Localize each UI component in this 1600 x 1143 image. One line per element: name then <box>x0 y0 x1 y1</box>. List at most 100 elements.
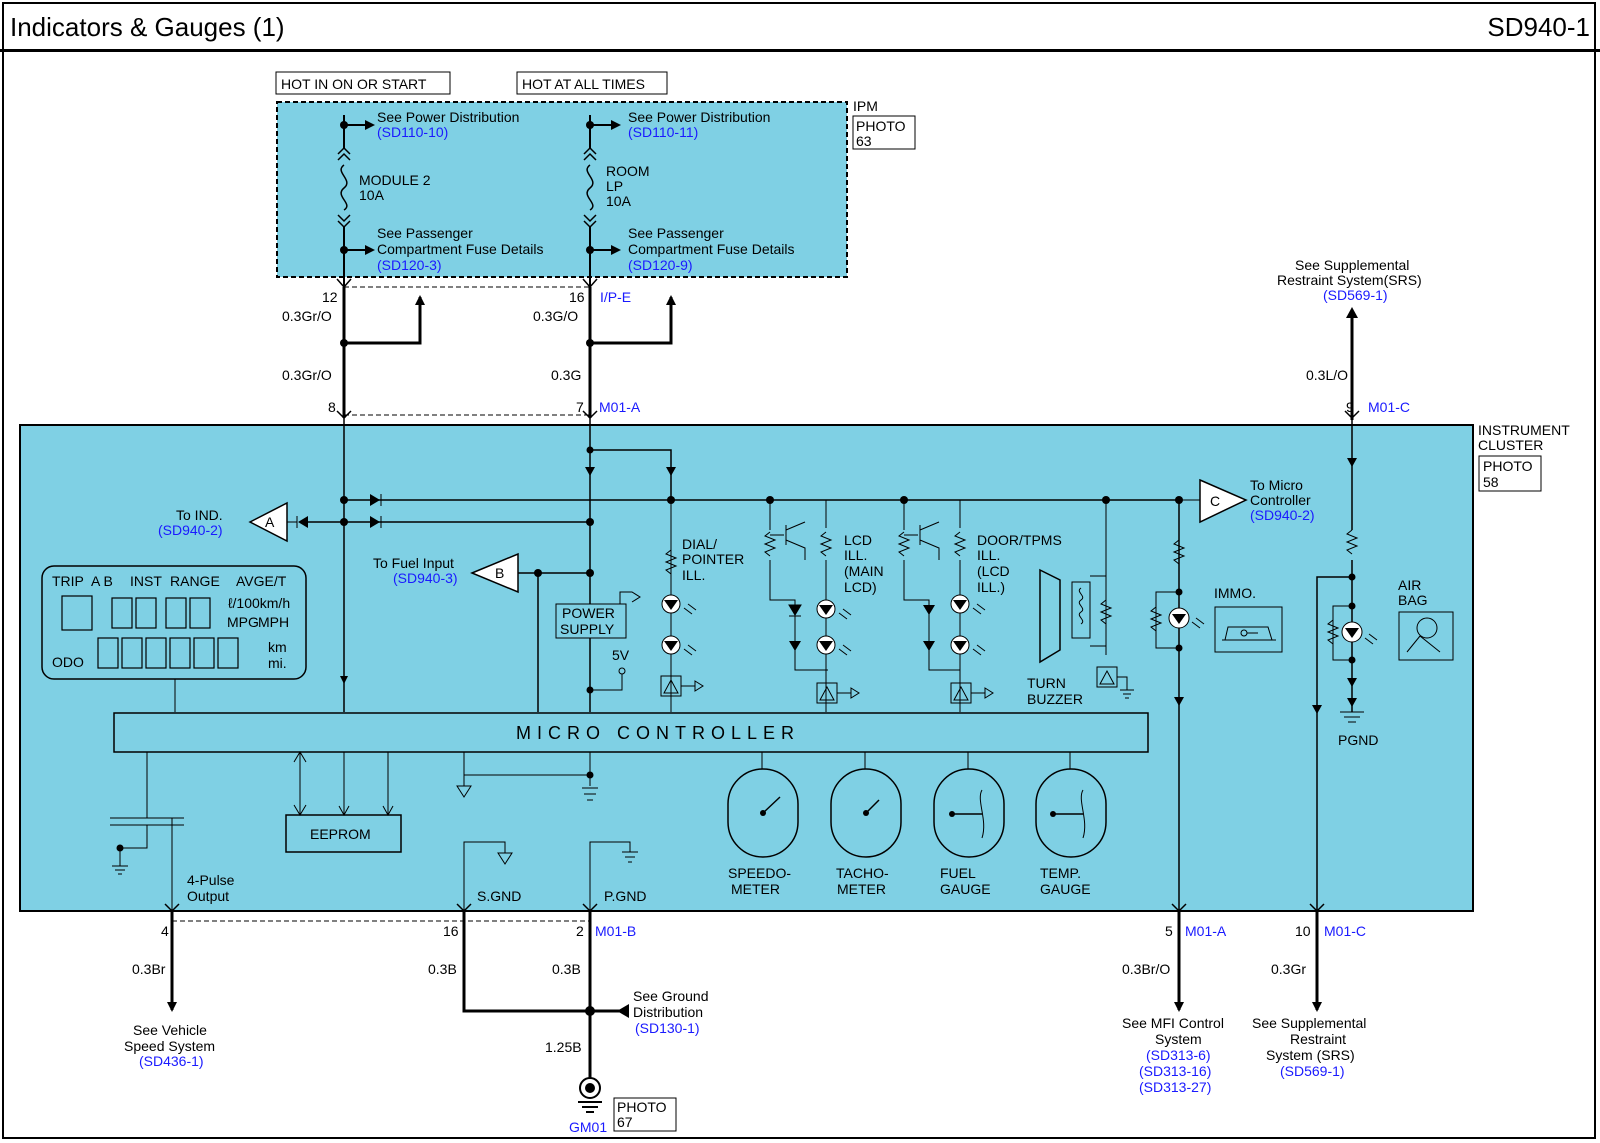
gm01-photo: PHOTO <box>617 1099 667 1115</box>
right-fuse-name: ROOM <box>606 163 650 179</box>
pin-2: 2 <box>576 923 584 939</box>
left-pd-ref: (SD110-10) <box>377 124 448 140</box>
conn-c: C <box>1210 493 1220 509</box>
ipm-label: IPM <box>853 98 878 114</box>
lcd-ab: A B <box>91 573 113 589</box>
lcd-ill-4: LCD) <box>844 579 877 595</box>
left-pc-ref: (SD120-3) <box>377 257 442 273</box>
srs-b-3: System (SRS) <box>1266 1047 1355 1063</box>
tachometer-icon <box>830 752 902 858</box>
wire-8: 0.3B <box>552 961 581 977</box>
lcd-avge: AVGE/T <box>236 573 287 589</box>
pulse-2: Output <box>187 888 229 904</box>
fuel-gauge-icon <box>933 752 1005 858</box>
to-ind-ref: (SD940-2) <box>158 522 223 538</box>
pin-4: 4 <box>161 923 169 939</box>
wire-3: 0.3Gr/O <box>282 367 332 383</box>
diagram-code: SD940-1 <box>1487 12 1590 42</box>
gauge-2a: TACHO- <box>836 865 889 881</box>
module2-fuse-icon <box>340 164 348 211</box>
pulse-1: 4-Pulse <box>187 872 235 888</box>
hot-in-on-box <box>275 71 451 95</box>
lcd-segments-row2 <box>97 637 239 669</box>
srs-b-ref: (SD569-1) <box>1280 1063 1345 1079</box>
airbag-2: BAG <box>1398 592 1428 608</box>
micro-controller-block <box>113 712 1149 753</box>
ipm-photo-box <box>852 115 916 150</box>
lcd-l100: ℓ/100km/h <box>228 595 290 611</box>
power-supply-1: POWER <box>562 605 615 621</box>
mfi-ref3: (SD313-27) <box>1139 1079 1211 1095</box>
left-see-pd: See Power Distribution <box>377 109 519 125</box>
right-see-pc: See Passenger <box>628 225 724 241</box>
pin-8: 8 <box>328 399 336 415</box>
lcd-range: RANGE <box>170 573 220 589</box>
immo-label: IMMO. <box>1214 585 1256 601</box>
pgnd2-label: P.GND <box>604 888 647 904</box>
turn-2: BUZZER <box>1027 691 1083 707</box>
to-fuel: To Fuel Input <box>373 555 454 571</box>
wire-2: 0.3G/O <box>533 308 578 324</box>
sgnd-label: S.GND <box>477 888 521 904</box>
left-fuse-name: MODULE 2 <box>359 172 431 188</box>
gauge-3a: FUEL <box>940 865 976 881</box>
lcd-inst: INST <box>130 573 162 589</box>
gauge-1a: SPEEDO- <box>728 865 791 881</box>
srs-b-1: See Supplemental <box>1252 1015 1366 1031</box>
lcd-ill-1: LCD <box>844 532 872 548</box>
door-4: ILL.) <box>977 579 1005 595</box>
micro-controller-label: MICRO CONTROLLER <box>516 723 800 743</box>
mfi-1: See MFI Control <box>1122 1015 1224 1031</box>
hot-in-on-label: HOT IN ON OR START <box>281 76 427 92</box>
m01c2-connector: M01-C <box>1324 923 1366 939</box>
turn-buzzer-icon <box>1039 568 1061 664</box>
eeprom-block <box>285 814 402 853</box>
left-pc2: Compartment Fuse Details <box>377 241 544 257</box>
ipm-photo-num: 63 <box>856 133 872 149</box>
gauge-4a: TEMP. <box>1040 865 1081 881</box>
gm01-photo-num: 67 <box>617 1114 633 1130</box>
left-see-pc: See Passenger <box>377 225 473 241</box>
speedometer-icon <box>727 752 799 858</box>
page-title: Indicators & Gauges (1) <box>10 12 285 42</box>
lcd-ill-3: (MAIN <box>844 563 884 579</box>
vss-2: Speed System <box>124 1038 215 1054</box>
dial-2: POINTER <box>682 551 744 567</box>
wire-1: 0.3Gr/O <box>282 308 332 324</box>
cluster-photo: PHOTO <box>1483 458 1533 474</box>
pin-10: 10 <box>1295 923 1311 939</box>
mfi-ref2: (SD313-16) <box>1139 1063 1211 1079</box>
wire-4: 0.3G <box>551 367 581 383</box>
v5-label: 5V <box>612 647 630 663</box>
gauge-1b: METER <box>731 881 780 897</box>
vss-ref: (SD436-1) <box>139 1053 204 1069</box>
header-bar: Indicators & Gauges (1) SD940-1 <box>0 0 1600 52</box>
hot-all-box <box>516 71 668 95</box>
srs-top-ref: (SD569-1) <box>1323 287 1388 303</box>
left-fuse-amp: 10A <box>359 187 385 203</box>
m01a-connector: M01-A <box>599 399 641 415</box>
m01c-connector: M01-C <box>1368 399 1410 415</box>
room-lp-fuse-icon <box>586 164 594 211</box>
door-1: DOOR/TPMS <box>977 532 1062 548</box>
lcd-mpg: MPG <box>227 614 259 630</box>
wire-6: 0.3Br <box>132 961 166 977</box>
ground-icon <box>578 1077 602 1113</box>
ipe-connector: I/P-E <box>600 289 631 305</box>
to-ind: To IND. <box>176 507 223 523</box>
dial-3: ILL. <box>682 567 705 583</box>
pin-9: 9 <box>1346 399 1354 415</box>
to-fuel-ref: (SD940-3) <box>393 570 458 586</box>
gm01-label: GM01 <box>569 1119 607 1135</box>
srs-top-l1: See Supplemental <box>1295 257 1409 273</box>
srs-b-2: Restraint <box>1290 1031 1346 1047</box>
gd-1: See Ground <box>633 988 709 1004</box>
power-supply-2: SUPPLY <box>560 621 615 637</box>
vss-1: See Vehicle <box>133 1022 207 1038</box>
wire-11: 0.3Gr <box>1271 961 1306 977</box>
lcd-ill-2: ILL. <box>844 547 867 563</box>
right-fuse-amp: 10A <box>606 193 632 209</box>
m01a2-connector: M01-A <box>1185 923 1227 939</box>
right-pd-ref: (SD110-11) <box>628 124 698 140</box>
